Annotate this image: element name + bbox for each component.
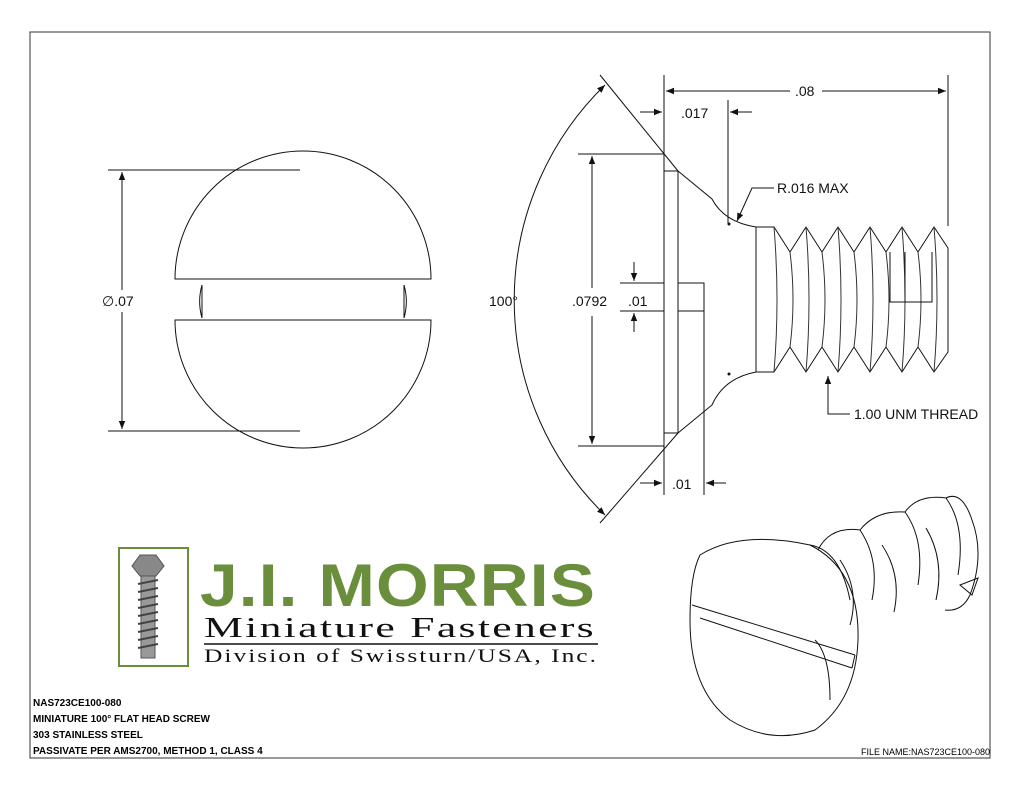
- note-line: 303 STAINLESS STEEL: [33, 730, 143, 741]
- angle-arc: [513, 84, 606, 516]
- note-line: PASSIVATE PER AMS2700, METHOD 1, CLASS 4: [33, 746, 263, 757]
- side-view: [513, 74, 949, 524]
- head-taper-bottom: [677, 371, 757, 434]
- thread-label: 1.00 UNM THREAD: [854, 406, 978, 422]
- logo-tagline: Miniature Fasteners: [204, 613, 596, 644]
- slot-width-label: .01: [628, 293, 648, 309]
- iso-head-cone: [809, 544, 851, 601]
- slot-depth-label: .01: [672, 476, 692, 492]
- file-name: FILE NAME:NAS723CE100-080: [861, 747, 990, 757]
- head-diameter-label: .0792: [572, 293, 607, 309]
- iso-slot-top: [691, 604, 856, 656]
- iso-slot-wall: [814, 639, 831, 701]
- head-lower-half: [174, 319, 432, 449]
- note-line: NAS723CE100-080: [33, 698, 122, 709]
- thread-ridges: [773, 226, 938, 373]
- note-line: MINIATURE 100° FLAT HEAD SCREW: [33, 714, 211, 725]
- iso-thread-end-slot: [959, 577, 979, 596]
- notes-block: NAS723CE100-080 MINIATURE 100° FLAT HEAD…: [33, 698, 263, 757]
- iso-slot-bottom: [699, 617, 853, 669]
- logo-frame: [118, 547, 189, 667]
- head-taper-top: [677, 170, 757, 228]
- angle-label: 100°: [489, 293, 518, 309]
- radius-label: R.016 MAX: [777, 180, 849, 196]
- logo-name: J.I. MORRIS: [200, 552, 596, 619]
- bolt-icon: [131, 554, 165, 659]
- thread-slot-end: [889, 252, 933, 303]
- overall-length-label: .08: [795, 83, 815, 99]
- sheet-border: [29, 31, 991, 759]
- company-logo: J.I. MORRIS Miniature Fasteners Division…: [118, 547, 598, 667]
- thread-outline: [756, 226, 949, 373]
- slot-profile: [677, 282, 705, 312]
- isometric-view: [689, 495, 979, 737]
- iso-head-outer: [689, 538, 859, 737]
- diameter-label: ∅.07: [102, 293, 134, 309]
- head-face: [663, 170, 679, 434]
- head-height-label: .017: [681, 105, 708, 121]
- head-upper-half: [174, 150, 432, 280]
- front-view: [108, 150, 432, 449]
- logo-division: Division of Swissturn/USA, Inc.: [204, 646, 598, 667]
